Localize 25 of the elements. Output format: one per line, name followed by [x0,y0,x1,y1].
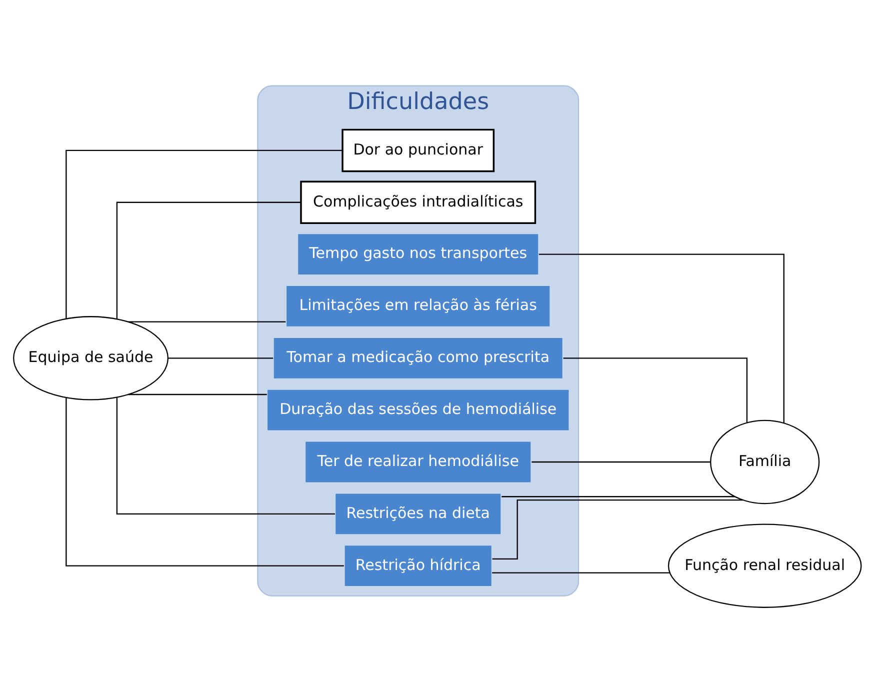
connector [128,393,266,395]
connector [492,572,670,573]
node-box: Dor ao puncionar [341,128,494,172]
connector [128,320,286,322]
connector [65,397,344,566]
node-box: Tomar a medicação como prescrita [272,336,563,379]
connector [116,201,300,318]
connector [116,396,334,514]
node-box: Restrição hídrica [343,544,492,587]
connector [531,460,710,462]
connector [562,357,748,422]
connector [65,149,342,318]
node-box: Complicações intradialíticas [300,180,536,224]
node-ellipse: Equipa de saúde [12,316,168,400]
connector [167,357,273,358]
node-box: Duração das sessões de hemodiálise [266,388,570,431]
node-ellipse: Função renal residual [667,523,862,608]
node-box: Restrições na dieta [334,492,502,535]
node-box: Limitações em relação às férias [284,284,550,328]
connector [492,499,742,559]
node-box: Tempo gasto nos transportes [296,232,539,276]
node-box: Ter de realizar hemodiálise [304,440,532,483]
connector [501,496,734,497]
node-ellipse: Família [710,419,820,504]
connector [538,253,784,422]
